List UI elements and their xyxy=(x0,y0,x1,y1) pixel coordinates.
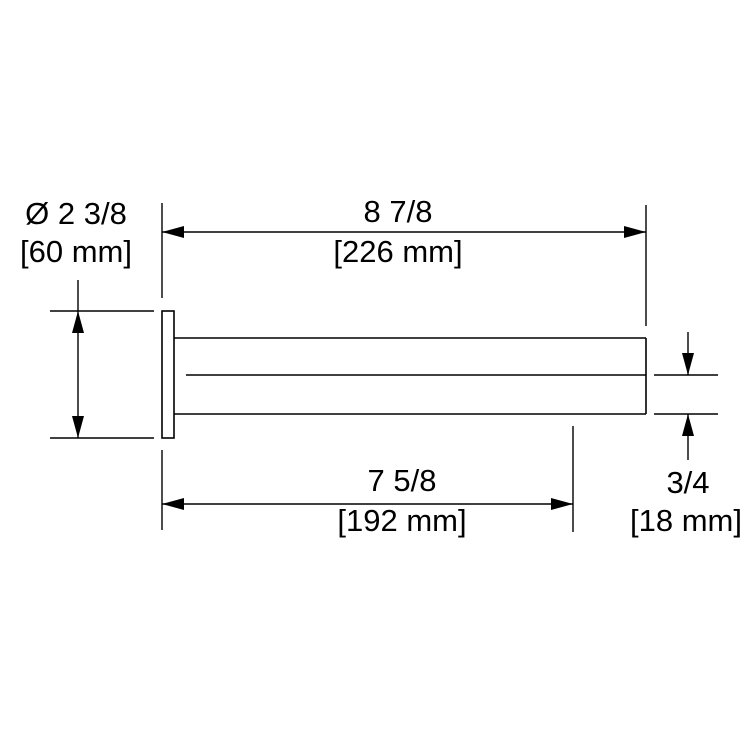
arrow-height-top xyxy=(682,353,694,375)
arrowheads xyxy=(72,226,694,510)
arrow-height-bottom xyxy=(682,414,694,436)
spout-height-metric-label: [18 mm] xyxy=(630,503,742,538)
dimension-lines xyxy=(77,231,689,505)
flange-plate xyxy=(161,310,175,439)
arrow-overall-right xyxy=(624,226,646,238)
diameter-metric-label: [60 mm] xyxy=(20,234,132,269)
spout-body xyxy=(174,337,647,415)
spout-length-imperial-label: 7 5/8 xyxy=(368,463,437,498)
spout-length-metric-label: [192 mm] xyxy=(337,503,466,538)
arrow-spout-right xyxy=(551,498,573,510)
arrow-overall-left xyxy=(162,226,184,238)
overall-length-imperial-label: 8 7/8 xyxy=(364,194,433,229)
arrow-diameter-top xyxy=(72,311,84,333)
extension-lines xyxy=(50,203,718,532)
overall-length-metric-label: [226 mm] xyxy=(333,234,462,269)
arrow-diameter-bottom xyxy=(72,416,84,438)
spout-height-imperial-label: 3/4 xyxy=(666,465,709,500)
arrow-spout-left xyxy=(162,498,184,510)
diameter-imperial-label: Ø 2 3/8 xyxy=(25,196,127,231)
